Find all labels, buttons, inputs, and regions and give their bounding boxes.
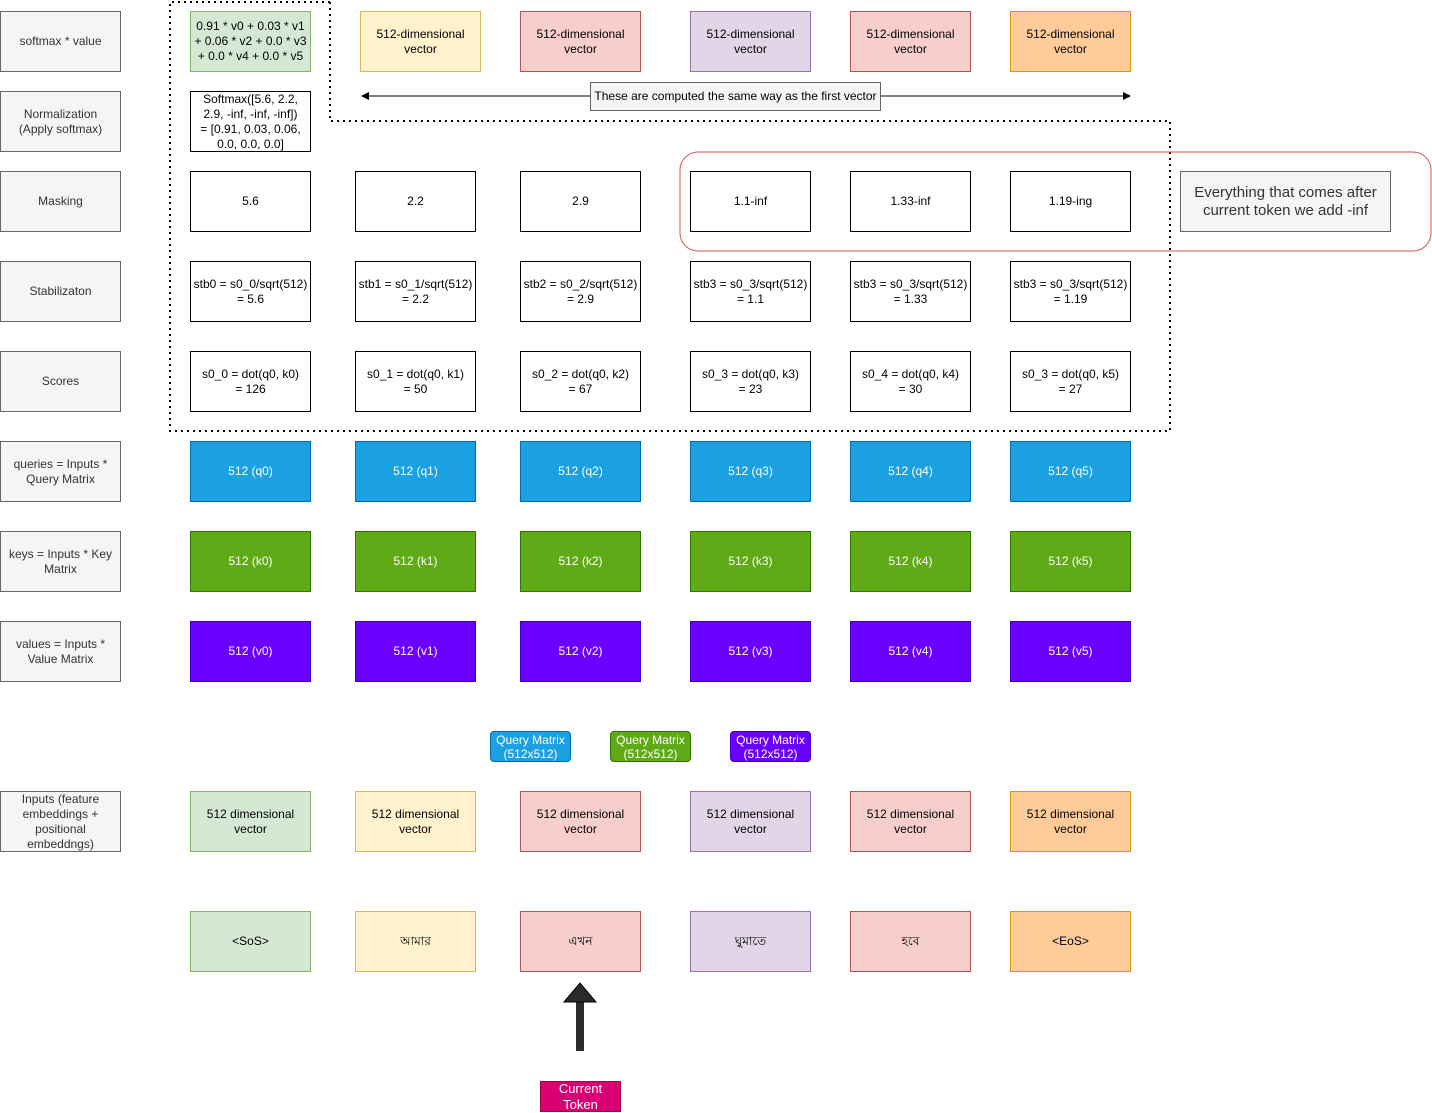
stabilized-score-1: stb1 = s0_1/sqrt(512) = 2.2	[355, 261, 476, 322]
output-vector-4: 512-dimensional vector	[850, 11, 971, 72]
query-vector-0: 512 (q0)	[190, 441, 311, 502]
input-vector-1: 512 dimensional vector	[355, 791, 476, 852]
stabilized-score-5: stb3 = s0_3/sqrt(512) = 1.19	[1010, 261, 1131, 322]
query-vector-3: 512 (q3)	[690, 441, 811, 502]
row-label-queries: queries = Inputs * Query Matrix	[0, 441, 121, 502]
masking-note: Everything that comes after current toke…	[1180, 171, 1391, 232]
arrowhead-right	[1123, 92, 1131, 100]
input-vector-3: 512 dimensional vector	[690, 791, 811, 852]
masked-score-4: 1.33-inf	[850, 171, 971, 232]
query-vector-2: 512 (q2)	[520, 441, 641, 502]
row-label-softmax-value: softmax * value	[0, 11, 121, 72]
input-vector-5: 512 dimensional vector	[1010, 791, 1131, 852]
value-vector-4: 512 (v4)	[850, 621, 971, 682]
token-3: ঘুমাতে	[690, 911, 811, 972]
current-token-arrow-shaft	[576, 1001, 584, 1051]
row-label-normalization: Normalization (Apply softmax)	[0, 91, 121, 152]
input-vector-4: 512 dimensional vector	[850, 791, 971, 852]
stabilized-score-2: stb2 = s0_2/sqrt(512) = 2.9	[520, 261, 641, 322]
token-2: এখন	[520, 911, 641, 972]
query-vector-4: 512 (q4)	[850, 441, 971, 502]
normalization-softmax: Softmax([5.6, 2.2, 2.9, -inf, -inf, -inf…	[190, 91, 311, 152]
row-label-scores: Scores	[0, 351, 121, 412]
current-token-arrow-head	[562, 982, 598, 1003]
token-0: <SoS>	[190, 911, 311, 972]
input-vector-2: 512 dimensional vector	[520, 791, 641, 852]
value-vector-0: 512 (v0)	[190, 621, 311, 682]
masked-region-highlight	[679, 151, 1432, 252]
query-vector-1: 512 (q1)	[355, 441, 476, 502]
masked-score-5: 1.19-ing	[1010, 171, 1131, 232]
key-vector-4: 512 (k4)	[850, 531, 971, 592]
value-vector-3: 512 (v3)	[690, 621, 811, 682]
score-4: s0_4 = dot(q0, k4) = 30	[850, 351, 971, 412]
score-1: s0_1 = dot(q0, k1) = 50	[355, 351, 476, 412]
value-vector-2: 512 (v2)	[520, 621, 641, 682]
score-2: s0_2 = dot(q0, k2) = 67	[520, 351, 641, 412]
score-0: s0_0 = dot(q0, k0) = 126	[190, 351, 311, 412]
key-vector-1: 512 (k1)	[355, 531, 476, 592]
output-vector-5: 512-dimensional vector	[1010, 11, 1131, 72]
current-token-label: Current Token	[540, 1081, 621, 1112]
stabilized-score-3: stb3 = s0_3/sqrt(512) = 1.1	[690, 261, 811, 322]
token-1: আমার	[355, 911, 476, 972]
output-vector-3: 512-dimensional vector	[690, 11, 811, 72]
arrowhead-left	[361, 92, 369, 100]
masked-score-1: 2.2	[355, 171, 476, 232]
value-vector-1: 512 (v1)	[355, 621, 476, 682]
key-vector-0: 512 (k0)	[190, 531, 311, 592]
masked-score-0: 5.6	[190, 171, 311, 232]
same-way-note: These are computed the same way as the f…	[590, 82, 881, 111]
row-label-stabilization: Stabilizaton	[0, 261, 121, 322]
row-label-values: values = Inputs * Value Matrix	[0, 621, 121, 682]
output-vector-1: 512-dimensional vector	[360, 11, 481, 72]
masked-score-2: 2.9	[520, 171, 641, 232]
row-label-inputs: Inputs (feature embeddings + positional …	[0, 791, 121, 852]
input-vector-0: 512 dimensional vector	[190, 791, 311, 852]
key-vector-5: 512 (k5)	[1010, 531, 1131, 592]
value-matrix-pill: Query Matrix (512x512)	[730, 731, 811, 762]
score-5: s0_3 = dot(q0, k5) = 27	[1010, 351, 1131, 412]
key-vector-3: 512 (k3)	[690, 531, 811, 592]
query-matrix-pill: Query Matrix (512x512)	[490, 731, 571, 762]
key-matrix-pill: Query Matrix (512x512)	[610, 731, 691, 762]
token-4: হবে	[850, 911, 971, 972]
key-vector-2: 512 (k2)	[520, 531, 641, 592]
stabilized-score-4: stb3 = s0_3/sqrt(512) = 1.33	[850, 261, 971, 322]
row-label-keys: keys = Inputs * Key Matrix	[0, 531, 121, 592]
score-3: s0_3 = dot(q0, k3) = 23	[690, 351, 811, 412]
stabilized-score-0: stb0 = s0_0/sqrt(512) = 5.6	[190, 261, 311, 322]
output-vector-2: 512-dimensional vector	[520, 11, 641, 72]
token-5: <EoS>	[1010, 911, 1131, 972]
masked-score-3: 1.1-inf	[690, 171, 811, 232]
query-vector-5: 512 (q5)	[1010, 441, 1131, 502]
value-vector-5: 512 (v5)	[1010, 621, 1131, 682]
output-vector-0: 0.91 * v0 + 0.03 * v1 + 0.06 * v2 + 0.0 …	[190, 11, 311, 72]
row-label-masking: Masking	[0, 171, 121, 232]
